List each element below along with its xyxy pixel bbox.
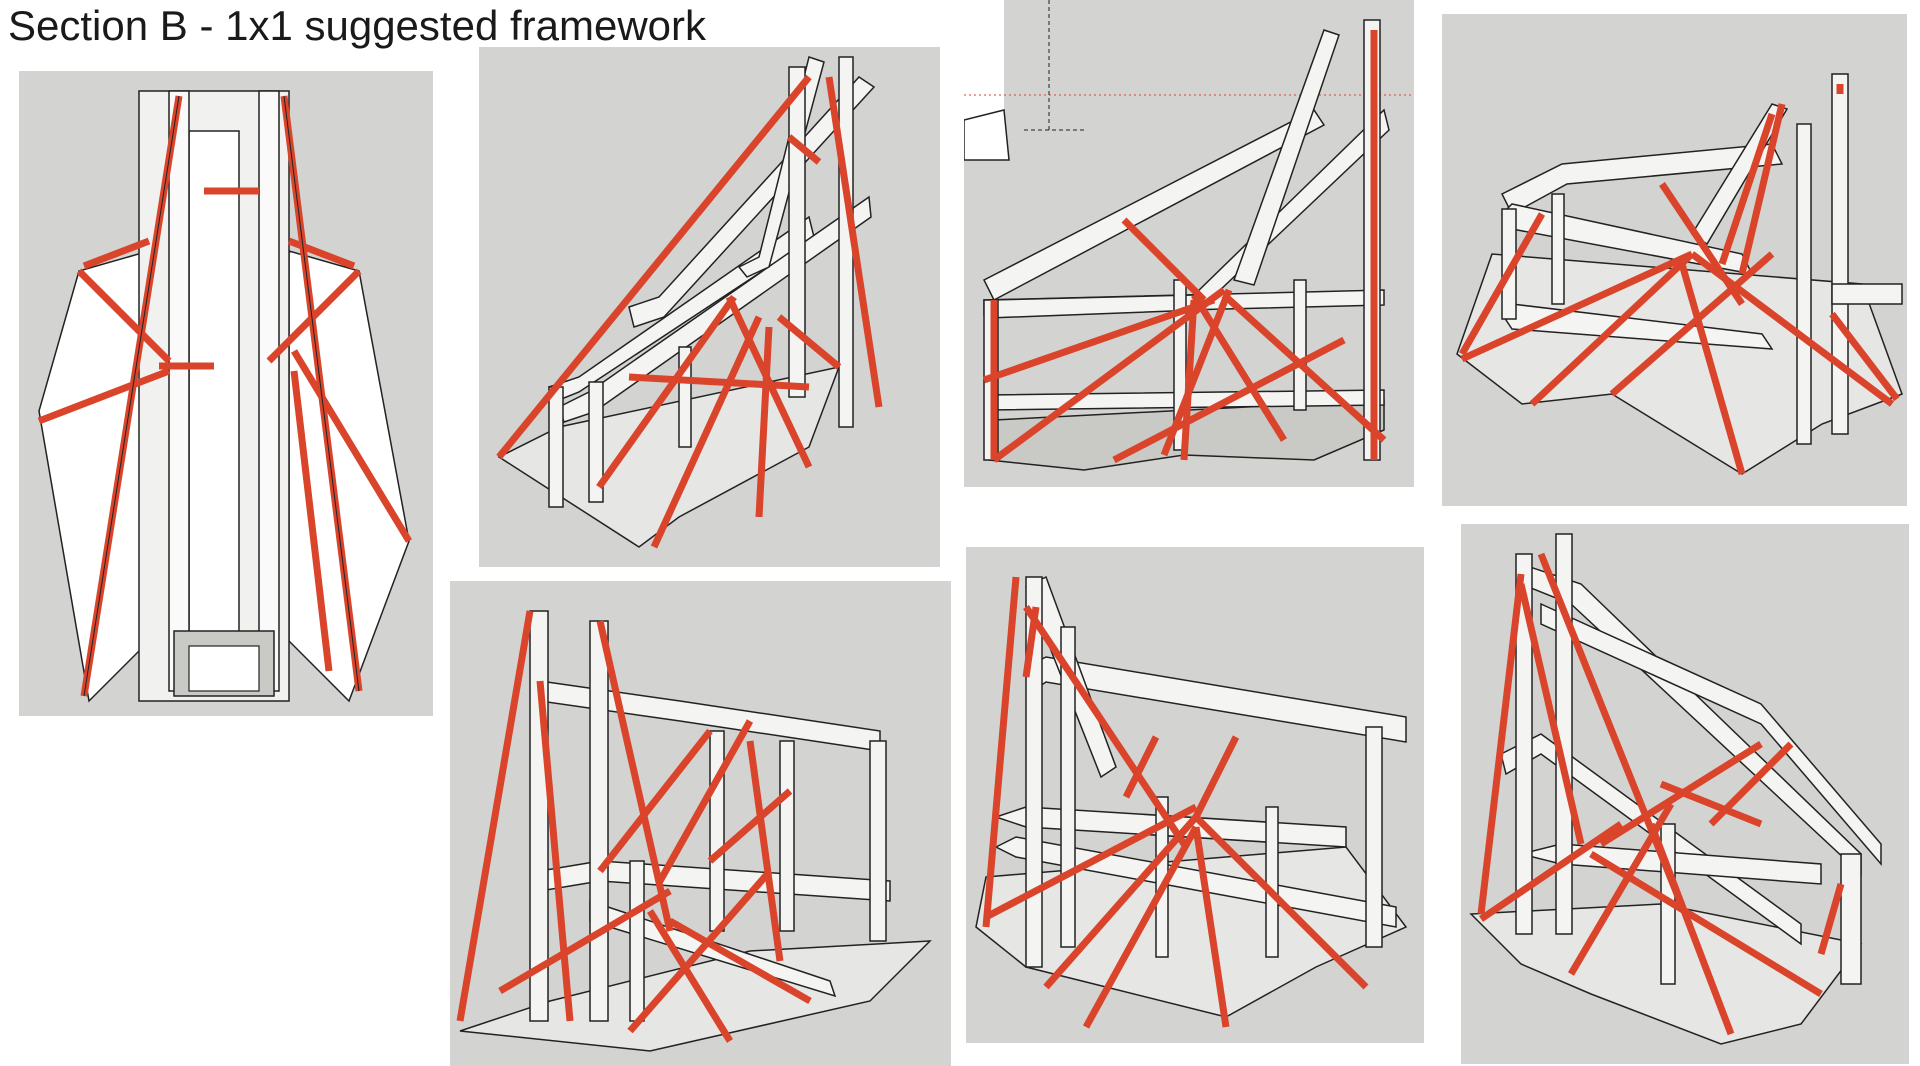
framework-view-5 [450,581,951,1066]
framework-view-3 [964,0,1414,487]
framework-view-6 [966,547,1424,1043]
framework-view-2 [479,47,940,567]
framework-view-7 [1461,524,1909,1064]
framework-drawing-3 [964,0,1414,471]
framework-drawing-5 [456,610,932,1052]
framework-drawing-1 [37,90,412,703]
page-title: Section B - 1x1 suggested framework [8,2,707,49]
framework-drawing-2 [496,56,883,549]
framework-drawing-6 [975,575,1408,1029]
framework-drawing-4 [1456,73,1903,475]
framework-view-4 [1442,14,1907,506]
framework-drawing-7 [1469,533,1882,1045]
framework-view-1 [19,71,433,716]
